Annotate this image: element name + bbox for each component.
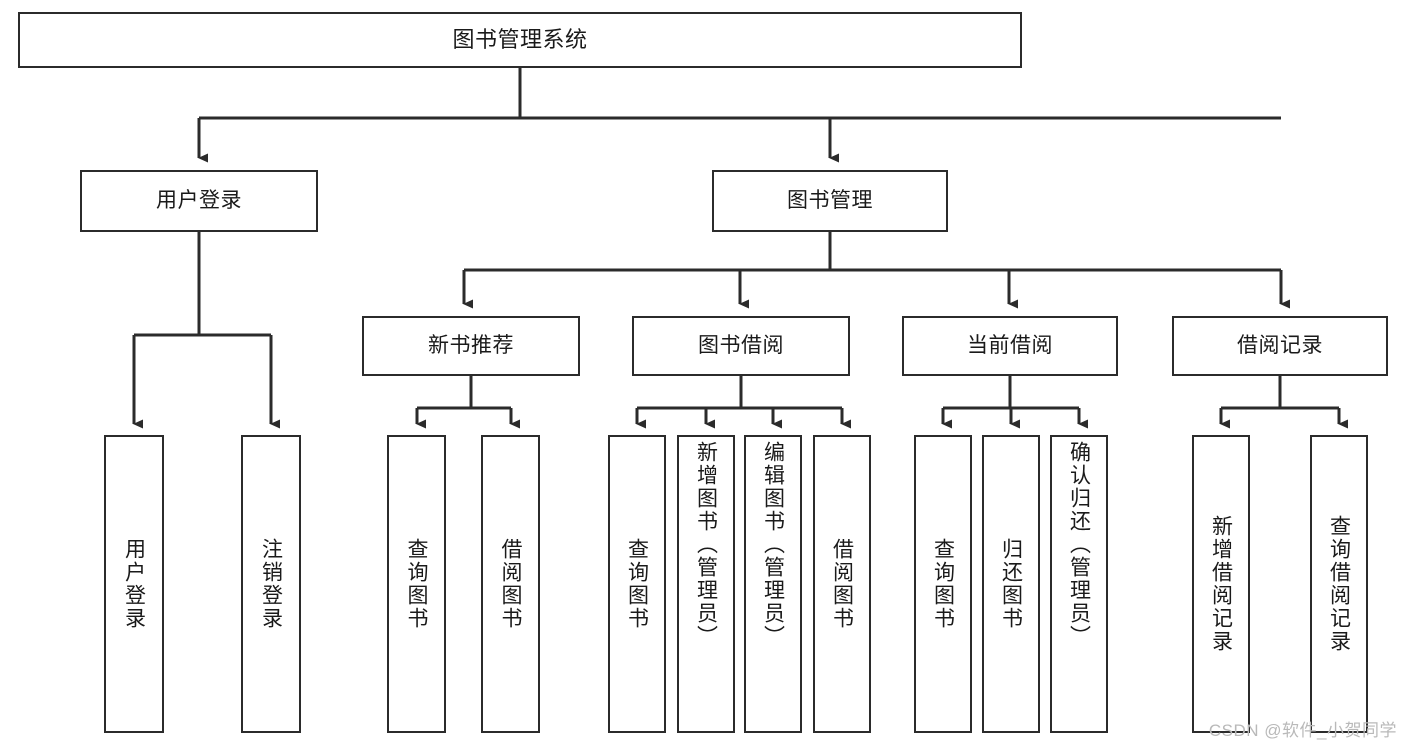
leaf-user-login[interactable]: 用户登录 bbox=[104, 435, 164, 733]
leaf-borrow-book-borrow[interactable]: 借阅图书 bbox=[813, 435, 871, 733]
node-label: 图书管理 bbox=[787, 189, 873, 213]
leaf-add-borrow-record[interactable]: 新增借阅记录 bbox=[1192, 435, 1250, 733]
node-current-borrow[interactable]: 当前借阅 bbox=[902, 316, 1118, 376]
node-borrow-record[interactable]: 借阅记录 bbox=[1172, 316, 1388, 376]
leaf-add-book-admin[interactable]: 新增图书（管理员） bbox=[677, 435, 735, 733]
node-label: 查询借阅记录 bbox=[1327, 515, 1351, 653]
node-label: 借阅记录 bbox=[1237, 334, 1323, 358]
node-label: 当前借阅 bbox=[967, 334, 1053, 358]
node-label: 注销登录 bbox=[259, 538, 283, 630]
leaf-query-book-newbook[interactable]: 查询图书 bbox=[387, 435, 446, 733]
node-label: 编辑图书（管理员） bbox=[761, 441, 785, 648]
node-root-system[interactable]: 图书管理系统 bbox=[18, 12, 1022, 68]
node-label: 归还图书 bbox=[999, 538, 1023, 630]
node-label: 图书借阅 bbox=[698, 334, 784, 358]
leaf-borrow-book-newbook[interactable]: 借阅图书 bbox=[481, 435, 540, 733]
leaf-logout-login[interactable]: 注销登录 bbox=[241, 435, 301, 733]
leaf-edit-book-admin[interactable]: 编辑图书（管理员） bbox=[744, 435, 802, 733]
leaf-query-borrow-record[interactable]: 查询借阅记录 bbox=[1310, 435, 1368, 733]
leaf-return-book[interactable]: 归还图书 bbox=[982, 435, 1040, 733]
node-book-management[interactable]: 图书管理 bbox=[712, 170, 948, 232]
node-label: 用户登录 bbox=[156, 189, 242, 213]
node-label: 确认归还（管理员） bbox=[1067, 441, 1091, 648]
node-label: 查询图书 bbox=[625, 538, 649, 630]
node-label: 查询图书 bbox=[931, 538, 955, 630]
node-book-borrow[interactable]: 图书借阅 bbox=[632, 316, 850, 376]
node-label: 借阅图书 bbox=[499, 538, 522, 630]
leaf-query-book-current[interactable]: 查询图书 bbox=[914, 435, 972, 733]
node-label: 借阅图书 bbox=[830, 538, 854, 630]
node-user-login[interactable]: 用户登录 bbox=[80, 170, 318, 232]
node-new-book-recommend[interactable]: 新书推荐 bbox=[362, 316, 580, 376]
node-label: 查询图书 bbox=[405, 538, 428, 630]
node-label: 新增图书（管理员） bbox=[694, 441, 718, 648]
leaf-query-book-borrow[interactable]: 查询图书 bbox=[608, 435, 666, 733]
node-label: 新增借阅记录 bbox=[1209, 515, 1233, 653]
watermark: CSDN @软件_小贺同学 bbox=[1208, 721, 1397, 740]
node-label: 图书管理系统 bbox=[452, 26, 588, 52]
node-label: 用户登录 bbox=[122, 538, 146, 630]
node-label: 新书推荐 bbox=[428, 334, 514, 358]
leaf-confirm-return-admin[interactable]: 确认归还（管理员） bbox=[1050, 435, 1108, 733]
